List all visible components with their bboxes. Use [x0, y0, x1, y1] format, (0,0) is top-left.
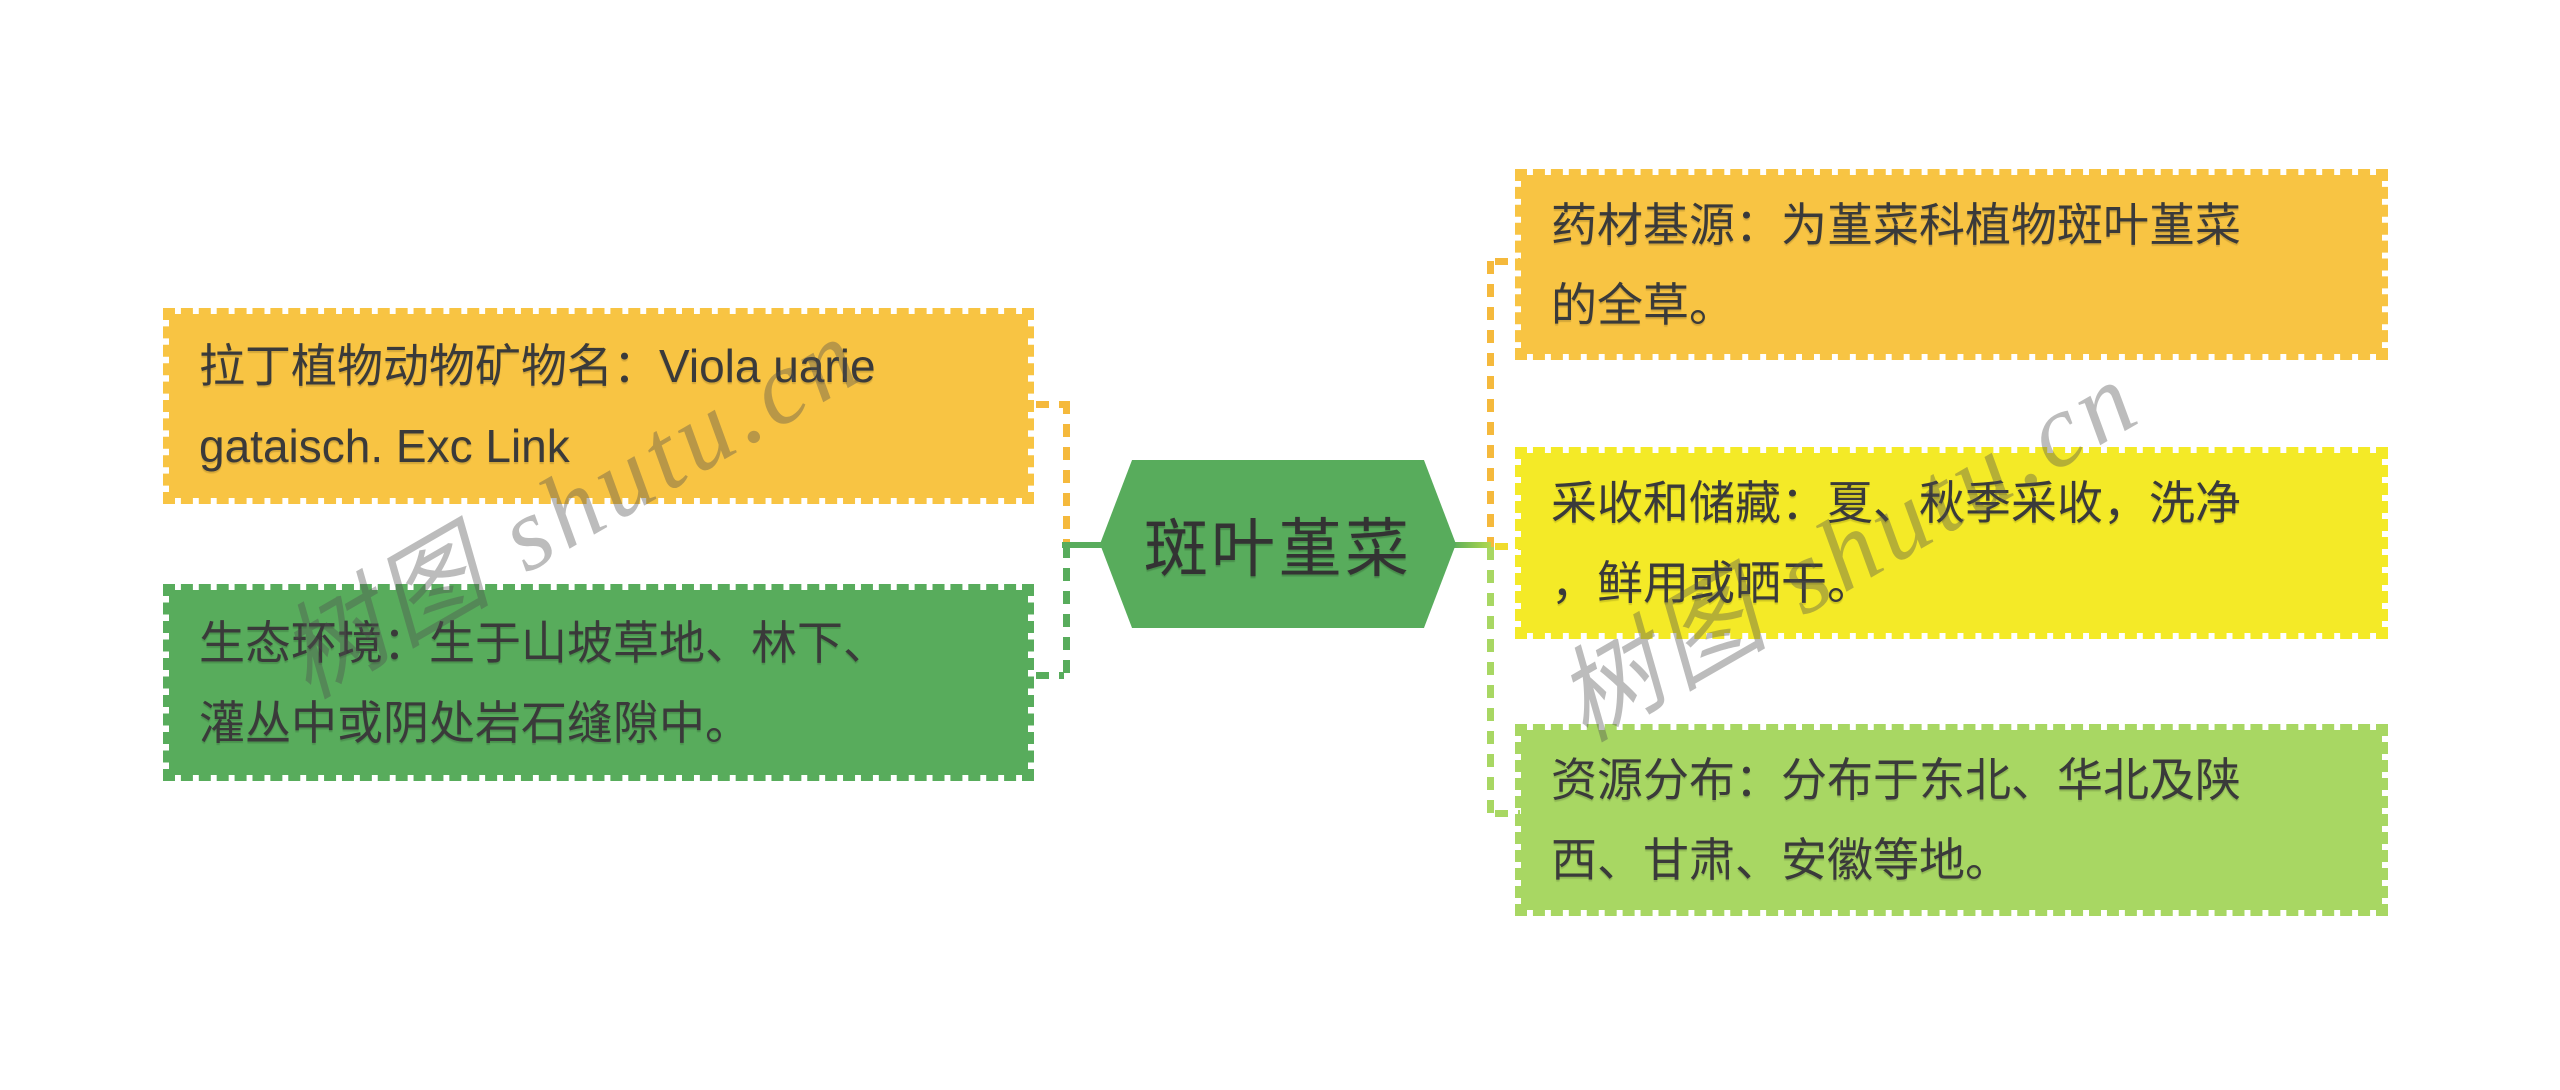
node-text-line: 的全草。: [1551, 278, 1735, 331]
connector-right-vertical-orange: [1487, 261, 1494, 547]
node-herb-source-text: 药材基源：为堇菜科植物斑叶堇菜 的全草。: [1551, 185, 2241, 345]
connector-right-elbow-middle: [1495, 543, 1531, 550]
node-text-line: 资源分布：分布于东北、华北及陕: [1551, 754, 2241, 806]
node-latin-name-text: 拉丁植物动物矿物名：Viola uarie gataisch. Exc Link: [199, 326, 876, 486]
node-text-line: gataisch. Exc Link: [199, 420, 570, 472]
node-text-line: 西、甘肃、安徽等地。: [1551, 834, 2011, 886]
connector-left-elbow-bottom: [1036, 672, 1064, 679]
connector-center-right-stub: [1451, 542, 1491, 548]
node-ecology[interactable]: 生态环境：生于山坡草地、林下、 灌丛中或阴处岩石缝隙中。: [163, 584, 1034, 781]
node-herb-source[interactable]: 药材基源：为堇菜科植物斑叶堇菜 的全草。: [1515, 169, 2388, 360]
node-text-line: 采收和储藏：夏、秋季采收，洗净: [1551, 477, 2241, 529]
node-harvest-storage-text: 采收和储藏：夏、秋季采收，洗净 ，鲜用或晒干。: [1551, 463, 2241, 623]
node-latin-name[interactable]: 拉丁植物动物矿物名：Viola uarie gataisch. Exc Link: [163, 308, 1034, 504]
node-text-line: 药材基源：为堇菜科植物斑叶堇菜: [1551, 198, 2241, 251]
node-text-line: ，鲜用或晒干。: [1551, 557, 1873, 609]
node-distribution-text: 资源分布：分布于东北、华北及陕 西、甘肃、安徽等地。: [1551, 740, 2241, 900]
node-text-line: 拉丁植物动物矿物名：Viola uarie: [199, 340, 876, 392]
node-ecology-text: 生态环境：生于山坡草地、林下、 灌丛中或阴处岩石缝隙中。: [199, 603, 889, 763]
center-node-hexagon[interactable]: 斑叶堇菜: [1100, 460, 1456, 628]
node-distribution[interactable]: 资源分布：分布于东北、华北及陕 西、甘肃、安徽等地。: [1515, 724, 2388, 916]
connector-left-vertical-green: [1063, 545, 1070, 679]
connector-right-elbow-bottom: [1495, 810, 1520, 817]
connector-center-left-stub: [1062, 542, 1104, 548]
center-node-label: 斑叶堇菜: [1144, 513, 1412, 585]
connector-left-elbow-top: [1036, 401, 1064, 408]
connector-left-vertical-orange: [1063, 401, 1070, 545]
connector-right-vertical-lightgreen: [1487, 547, 1494, 814]
node-text-line: 生态环境：生于山坡草地、林下、: [199, 616, 889, 669]
node-text-line: 灌丛中或阴处岩石缝隙中。: [199, 696, 751, 749]
connector-right-elbow-top: [1495, 258, 1520, 265]
node-harvest-storage[interactable]: 采收和储藏：夏、秋季采收，洗净 ，鲜用或晒干。: [1515, 447, 2388, 639]
